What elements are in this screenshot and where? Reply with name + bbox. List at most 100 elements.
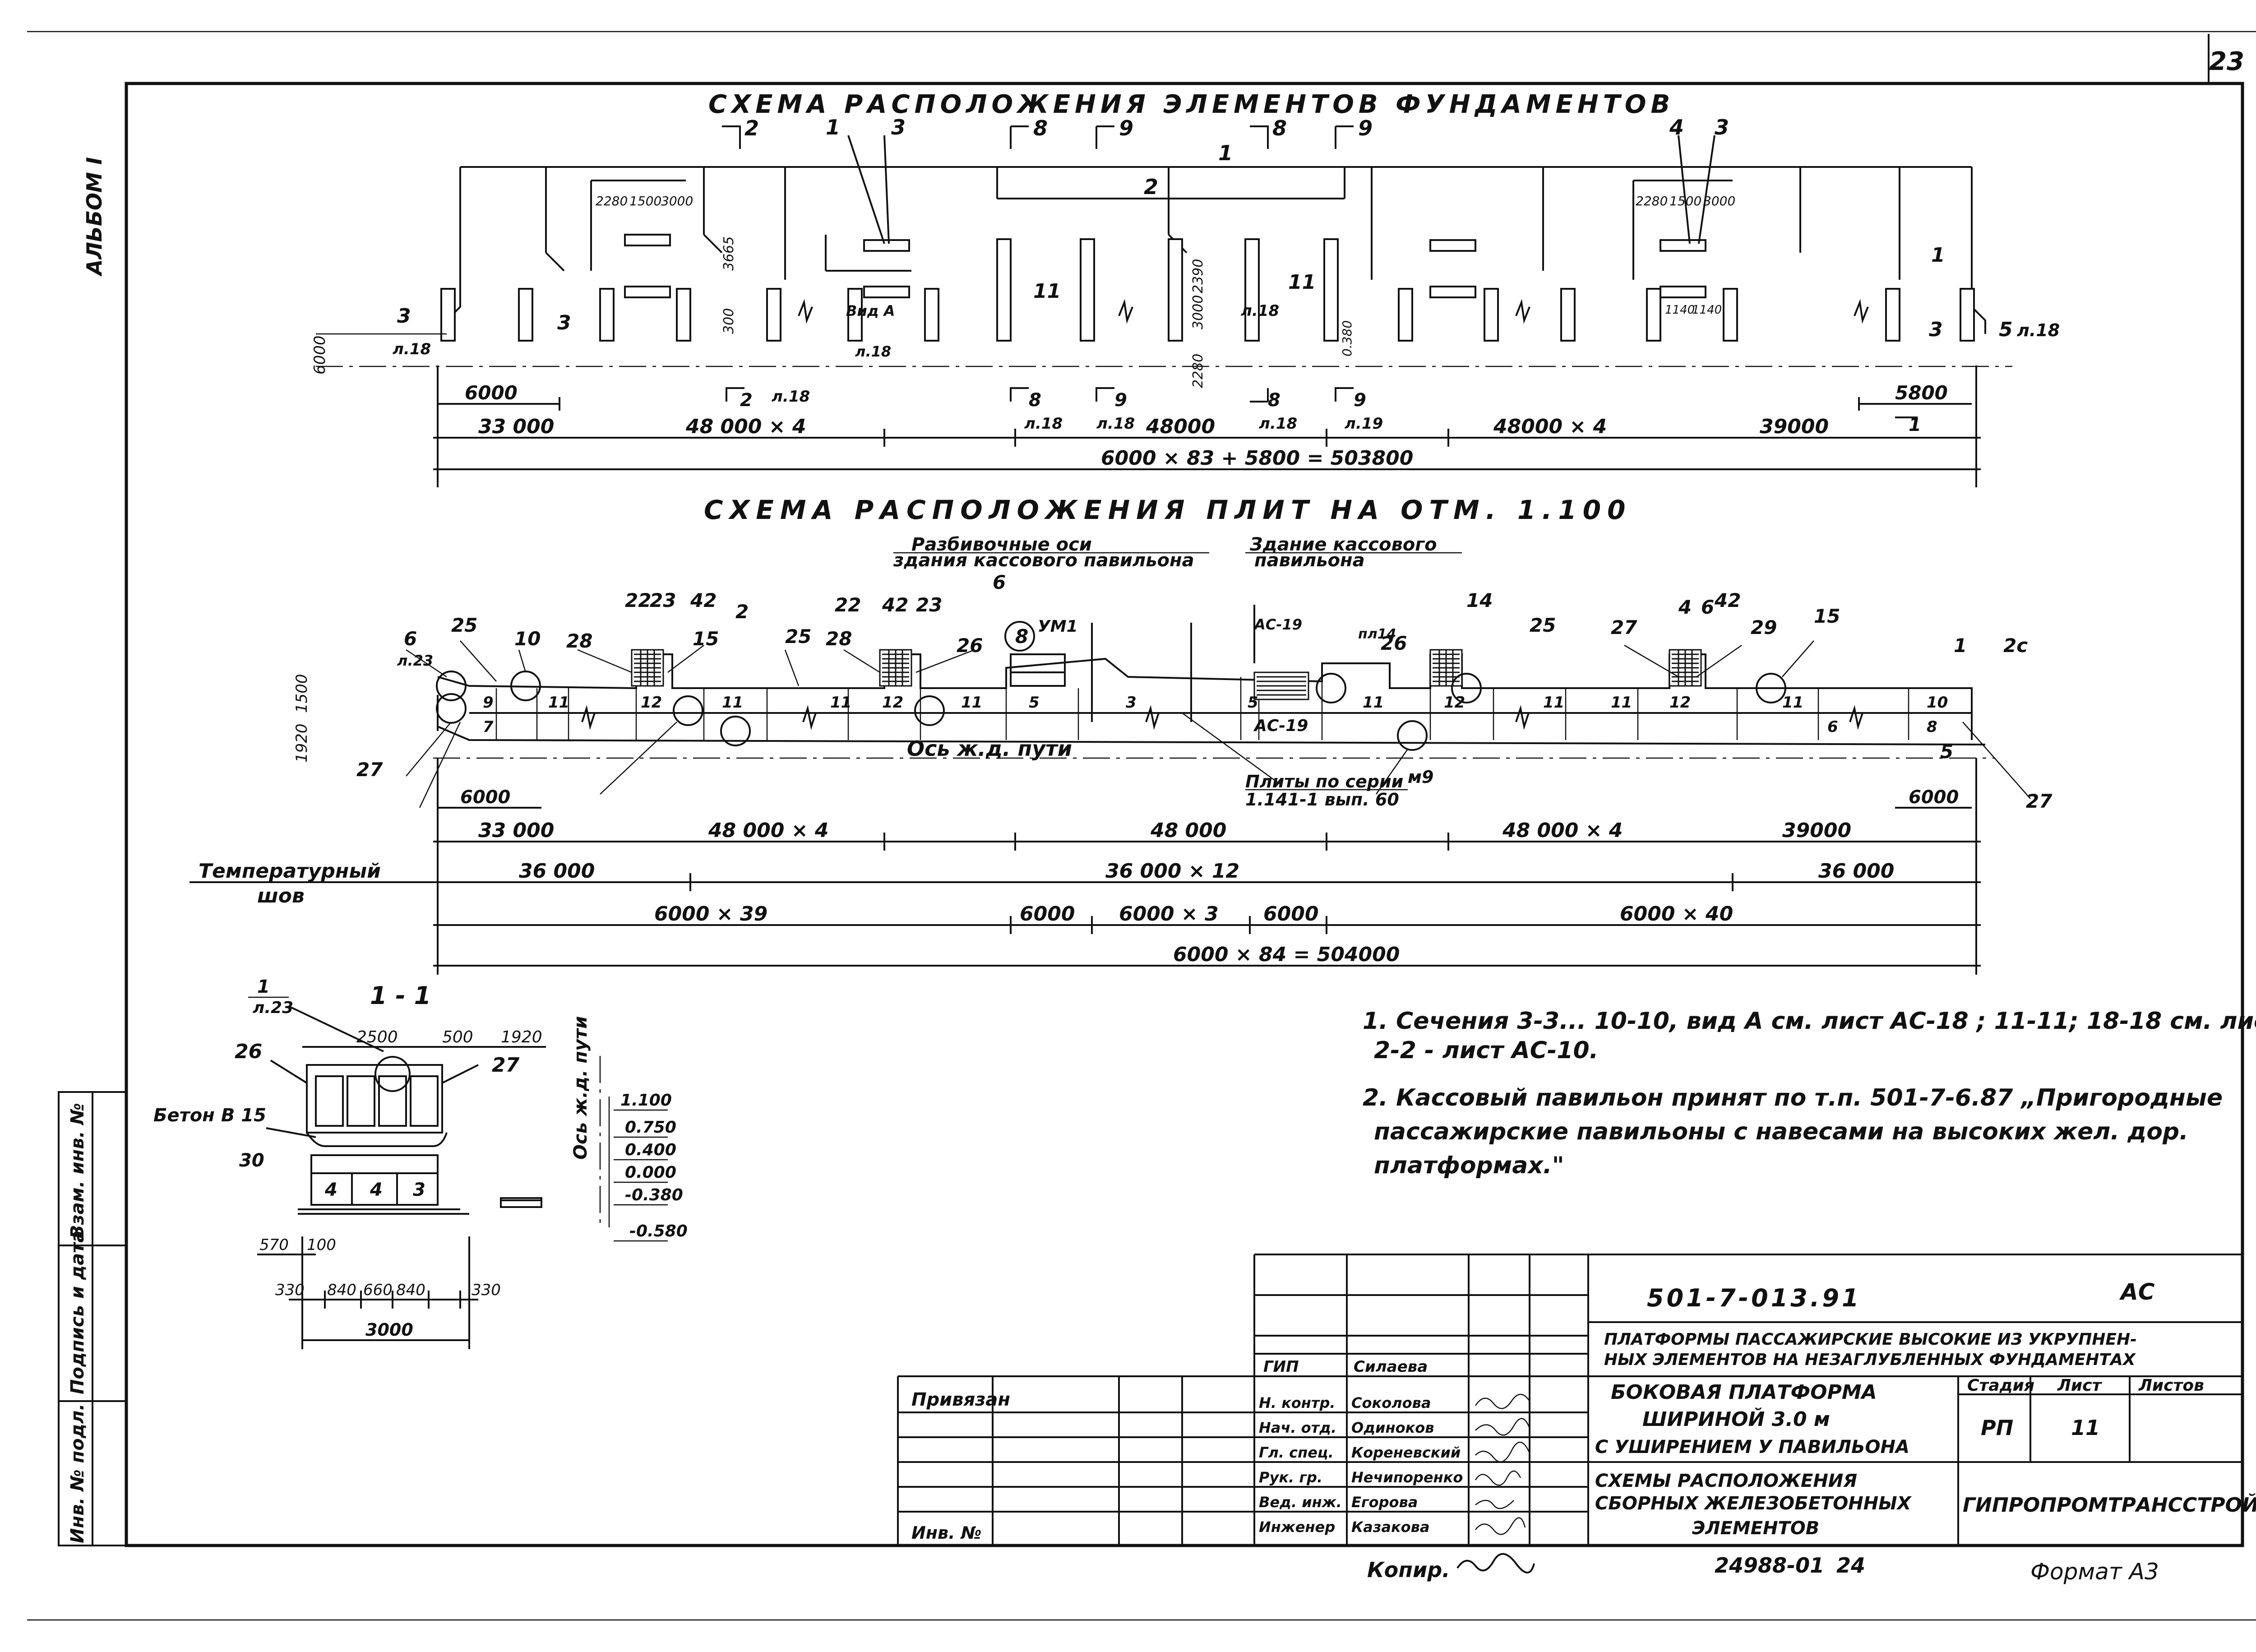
sheet-frame: 23 АЛЬБОМ I <box>27 31 2256 1621</box>
slab-dim-r3-1: 6000 <box>1020 902 1075 925</box>
fnd-callout-8a: 8 <box>1033 116 1048 140</box>
slab-scheme: СХЕМА РАСПОЛОЖЕНИЯ ПЛИТ НА ОТМ. 1.100 <box>190 495 2053 975</box>
fnd-ref-l18: л.18 <box>855 343 891 360</box>
fnd-callout-9a: 9 <box>1119 116 1133 140</box>
title-block: 501-7-013.91 АС ПЛАТФОРМЫ ПАССАЖИРСКИЕ В… <box>897 1254 2256 1546</box>
slab-mark-28a: 28 <box>566 630 592 652</box>
slab-dim-3000: 1500 <box>293 674 311 713</box>
slab-pl14: пл14 <box>1358 626 1396 642</box>
slab-mark-1: 1 <box>1954 634 1967 657</box>
slab-mark-2: 2 <box>735 601 749 623</box>
slab-dim-r3-4: 6000 × 40 <box>1620 902 1733 925</box>
tb-stage: РП <box>1981 1416 2013 1440</box>
tb-bound-label: Привязан <box>911 1389 1010 1410</box>
slab-num-11b: 11 <box>722 694 743 712</box>
slab-dim-r3-2: 6000 × 3 <box>1119 902 1219 925</box>
section-bdim-100: 100 <box>307 1236 336 1254</box>
slab-mark-25c: 25 <box>1530 614 1556 636</box>
section-mark: 1 <box>257 976 270 997</box>
fnd-bot-l18a: л.18 <box>1024 415 1063 433</box>
slab-num-11d: 11 <box>961 694 982 712</box>
section-title: 1 - 1 <box>370 981 431 1010</box>
note-2c: платформах." <box>1374 1152 1564 1179</box>
fnd-dim-48000: 48000 <box>1146 415 1215 438</box>
fnd-mark-11b: 11 <box>1288 271 1316 294</box>
section-label-26: 26 <box>235 1040 262 1063</box>
slab-mark-2c: 2с <box>2003 634 2028 657</box>
fnd-dim-1500d: 3000 <box>1703 194 1735 208</box>
section-dim-2500: 2500 <box>356 1028 398 1046</box>
fnd-dim-300: 300 <box>721 308 737 334</box>
slab-num-12c: 12 <box>1444 694 1465 712</box>
slab-num-11e: 11 <box>1363 694 1384 712</box>
signature-scribbles <box>1475 1393 1530 1535</box>
tb-stage-header: Стадия <box>1967 1376 2034 1395</box>
slab-mark-42c: 42 <box>1714 589 1741 611</box>
fnd-mark-3b: 3 <box>557 311 571 334</box>
slab-mark-10: 10 <box>514 628 541 650</box>
fnd-bot-9b: 9 <box>1354 390 1366 411</box>
slab-note-axes-1: Разбивочные оси <box>911 534 1092 555</box>
fnd-dim-33000: 33 000 <box>478 415 554 438</box>
fnd-bot-l18: л.18 <box>772 388 810 406</box>
tb-sheet-sub-3: ЭЛЕМЕНТОВ <box>1692 1518 1819 1539</box>
fnd-dim-1500a: 2280 <box>596 194 628 208</box>
tb-role-5: Вед. инж. <box>1259 1494 1342 1511</box>
copy-sheet: 24 <box>1836 1553 1865 1578</box>
tb-project-title-2: НЫХ ЭЛЕМЕНТОВ НА НЕЗАГЛУБЛЕННЫХ ФУНДАМЕН… <box>1604 1351 2136 1369</box>
slab-mark-28b: 28 <box>826 628 852 650</box>
slab-dim-r1-0: 33 000 <box>478 819 554 842</box>
slab-num-12b: 12 <box>882 694 903 712</box>
fnd-dim-6000: 6000 <box>465 382 518 404</box>
slab-mark-6c: 6 <box>1701 596 1714 618</box>
slab-note-building-1: Здание кассового <box>1249 534 1437 555</box>
slab-num-12a: 12 <box>641 694 662 712</box>
tb-name-2: Одиноков <box>1351 1419 1434 1436</box>
slab-num-5a: 5 <box>1029 694 1040 712</box>
tb-mark: АС <box>2119 1279 2155 1305</box>
bottom-text: Копир. 24988-01 24 Формат А3 <box>1367 1553 2159 1585</box>
slab-m9: м9 <box>1408 767 1434 787</box>
slab-note-axes-2: здания кассового павильона <box>893 550 1194 571</box>
slab-title: СХЕМА РАСПОЛОЖЕНИЯ ПЛИТ НА ОТМ. 1.100 <box>704 495 1632 525</box>
slab-dim-r3-0: 6000 × 39 <box>654 902 767 925</box>
fnd-ref-l18-c: л.18 <box>1241 302 1279 320</box>
section-level-2: 0.400 <box>625 1141 676 1159</box>
fnd-callout-3: 3 <box>891 115 906 139</box>
section-bdim-570: 570 <box>259 1236 289 1254</box>
section-bdim-840a: 840 <box>327 1281 356 1299</box>
fnd-callout-2b: 2 <box>1144 175 1158 199</box>
slab-mark-27c: 27 <box>356 759 383 781</box>
notes: 1. Сечения 3-3... 10-10, вид А см. лист … <box>1363 1008 2256 1179</box>
tb-sheet-sub-1: СХЕМЫ РАСПОЛОЖЕНИЯ <box>1595 1471 1857 1491</box>
slab-axis-label: Ось ж.д. пути <box>907 736 1072 761</box>
slab-dim-r2-0: 36 000 <box>519 860 595 883</box>
copy-number: 24988-01 <box>1715 1553 1824 1578</box>
copy-signature <box>1456 1553 1535 1573</box>
page-number: 23 <box>2209 47 2244 76</box>
tb-project-title-1: ПЛАТФОРМЫ ПАССАЖИРСКИЕ ВЫСОКИЕ ИЗ УКРУПН… <box>1604 1330 2137 1349</box>
fnd-dim-48000x4b: 48000 × 4 <box>1493 415 1607 438</box>
format-label: Формат А3 <box>2030 1559 2159 1585</box>
slab-note-slabs-2: 1.141-1 вып. 60 <box>1245 790 1399 810</box>
fnd-ref-l18-b: л.18 <box>393 340 431 358</box>
fnd-callout-1b: 1 <box>1218 141 1233 165</box>
fnd-total: 6000 × 83 + 5800 = 503800 <box>1101 447 1413 470</box>
slab-ref-l22a: л.23 <box>397 652 433 669</box>
slab-mark-25a: 25 <box>451 614 477 636</box>
foundation-scheme: СХЕМА РАСПОЛОЖЕНИЯ ЭЛЕМЕНТОВ ФУНДАМЕНТОВ <box>311 90 2060 487</box>
slab-mark-23a: 23 <box>650 589 676 611</box>
section-level-4: -0.380 <box>625 1186 683 1204</box>
slab-num-11g: 11 <box>1611 694 1632 712</box>
slab-num-7: 7 <box>483 718 494 736</box>
slab-ac19-b: АС-19 <box>1253 616 1302 633</box>
section-level-0: 1.100 <box>620 1091 672 1110</box>
fnd-dim-1500b: 3000 <box>661 194 693 208</box>
section-axis: Ось ж.д. пути <box>570 1016 591 1160</box>
section-label-3: 3 <box>413 1180 425 1200</box>
fnd-mark-5: 5 <box>1999 318 2013 341</box>
tb-name-5: Егорова <box>1351 1494 1418 1511</box>
fnd-bot-8b: 8 <box>1268 390 1281 411</box>
section-1-1: 1 - 1 1 л.23 2500 500 1920 <box>153 976 688 1349</box>
tb-sheet-title-3: С УШИРЕНИЕМ У ПАВИЛЬОНА <box>1595 1437 1909 1458</box>
